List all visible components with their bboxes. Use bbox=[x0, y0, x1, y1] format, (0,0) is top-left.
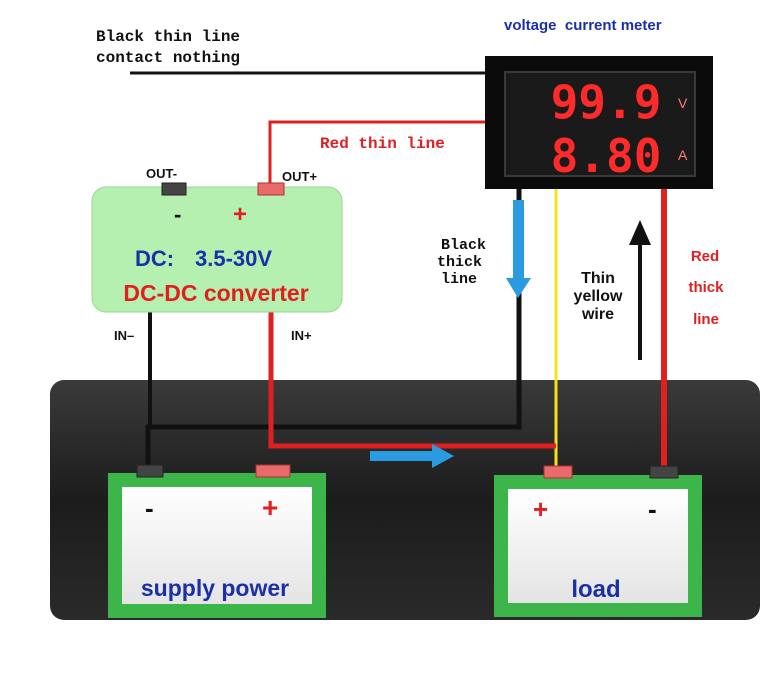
converter-plus-sign: + bbox=[233, 201, 247, 228]
meter-title: voltage current meter bbox=[504, 17, 662, 34]
red-thick-label-2: thick bbox=[688, 279, 724, 296]
load-minus-sign: - bbox=[648, 494, 657, 524]
converter-name: DC-DC converter bbox=[123, 280, 308, 306]
thin-yellow-label-2: yellow bbox=[574, 288, 623, 305]
in-minus-label: IN– bbox=[114, 328, 134, 343]
out-minus-terminal bbox=[161, 182, 187, 196]
black-thick-wire bbox=[145, 189, 522, 467]
voltage-current-meter: 99.9 8.80 V A bbox=[485, 56, 713, 189]
red-supply-wire bbox=[268, 312, 556, 449]
supply-minus-sign: - bbox=[145, 493, 154, 523]
up-arrow bbox=[629, 220, 651, 360]
black-thin-line-label-2: contact nothing bbox=[96, 49, 240, 67]
thin-yellow-label-1: Thin bbox=[581, 270, 615, 287]
load-name: load bbox=[571, 576, 620, 603]
load-minus-terminal bbox=[649, 465, 679, 479]
dc-range: 3.5-30V bbox=[195, 246, 272, 271]
supply-plus-terminal bbox=[255, 464, 291, 478]
supply-plus-sign: + bbox=[262, 492, 278, 523]
down-arrow bbox=[506, 200, 531, 298]
out-plus-label: OUT+ bbox=[282, 169, 317, 184]
load-battery bbox=[494, 465, 702, 617]
dc-dc-converter bbox=[91, 182, 343, 313]
out-plus-terminal bbox=[257, 182, 285, 196]
supply-minus-terminal bbox=[136, 464, 164, 478]
in-plus-label: IN+ bbox=[291, 328, 312, 343]
black-thick-label-2: thick bbox=[437, 254, 482, 271]
load-plus-terminal bbox=[543, 465, 573, 479]
current-reading: 8.80 bbox=[551, 129, 662, 183]
load-plus-sign: + bbox=[533, 494, 548, 524]
black-thick-label-1: Black bbox=[441, 237, 486, 254]
voltage-reading: 99.9 bbox=[551, 75, 662, 129]
thin-yellow-label-3: wire bbox=[581, 306, 614, 323]
black-thick-label-3: line bbox=[441, 271, 477, 288]
red-thick-label-1: Red bbox=[691, 248, 719, 265]
out-minus-label: OUT- bbox=[146, 166, 177, 181]
converter-minus-sign: - bbox=[174, 202, 181, 227]
red-thick-label-3: line bbox=[693, 311, 719, 328]
current-unit: A bbox=[678, 147, 688, 163]
dc-prefix: DC: bbox=[135, 246, 174, 271]
right-arrow bbox=[370, 444, 454, 468]
black-thin-line-label-1: Black thin line bbox=[96, 28, 240, 46]
red-thin-wire bbox=[268, 120, 490, 186]
supply-power-battery bbox=[108, 464, 326, 618]
voltage-unit: V bbox=[678, 95, 688, 111]
supply-name: supply power bbox=[141, 575, 289, 601]
red-thin-line-label: Red thin line bbox=[320, 135, 445, 153]
